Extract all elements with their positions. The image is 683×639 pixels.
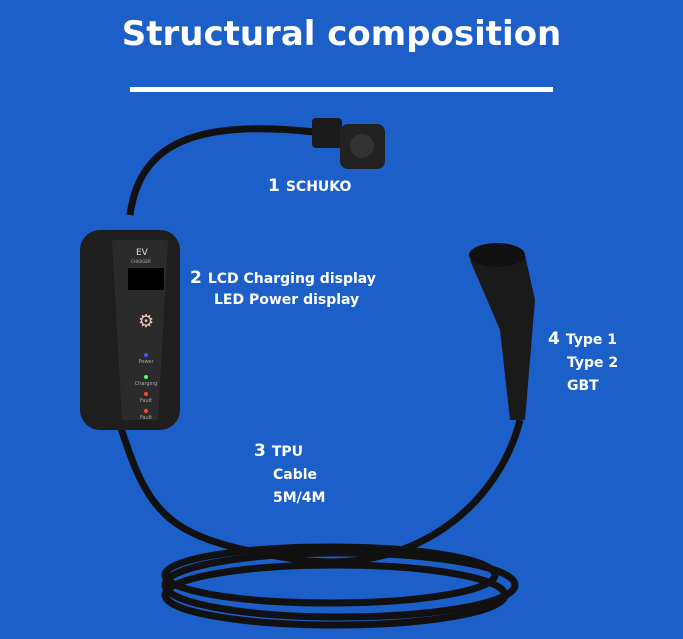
title-underline bbox=[130, 87, 553, 92]
led-label-charging: Charging bbox=[134, 381, 158, 387]
page-title: Structural composition bbox=[121, 14, 562, 54]
led-label-fault: Fault bbox=[140, 398, 152, 404]
led-label-power: Power bbox=[138, 359, 154, 365]
control-box: ⚙ bbox=[80, 230, 180, 430]
cable bbox=[116, 125, 524, 629]
device-label: EV bbox=[136, 248, 148, 258]
ev-connector bbox=[469, 243, 535, 420]
charging-led bbox=[144, 375, 148, 379]
schuko-plug bbox=[312, 118, 385, 169]
power-led bbox=[144, 353, 148, 357]
led-label-fault-2: Fault bbox=[140, 415, 152, 421]
device-sublabel: CHARGER bbox=[131, 259, 151, 264]
gear-icon: ⚙ bbox=[138, 311, 154, 332]
fault-led bbox=[144, 409, 148, 413]
fault-led bbox=[144, 392, 148, 396]
